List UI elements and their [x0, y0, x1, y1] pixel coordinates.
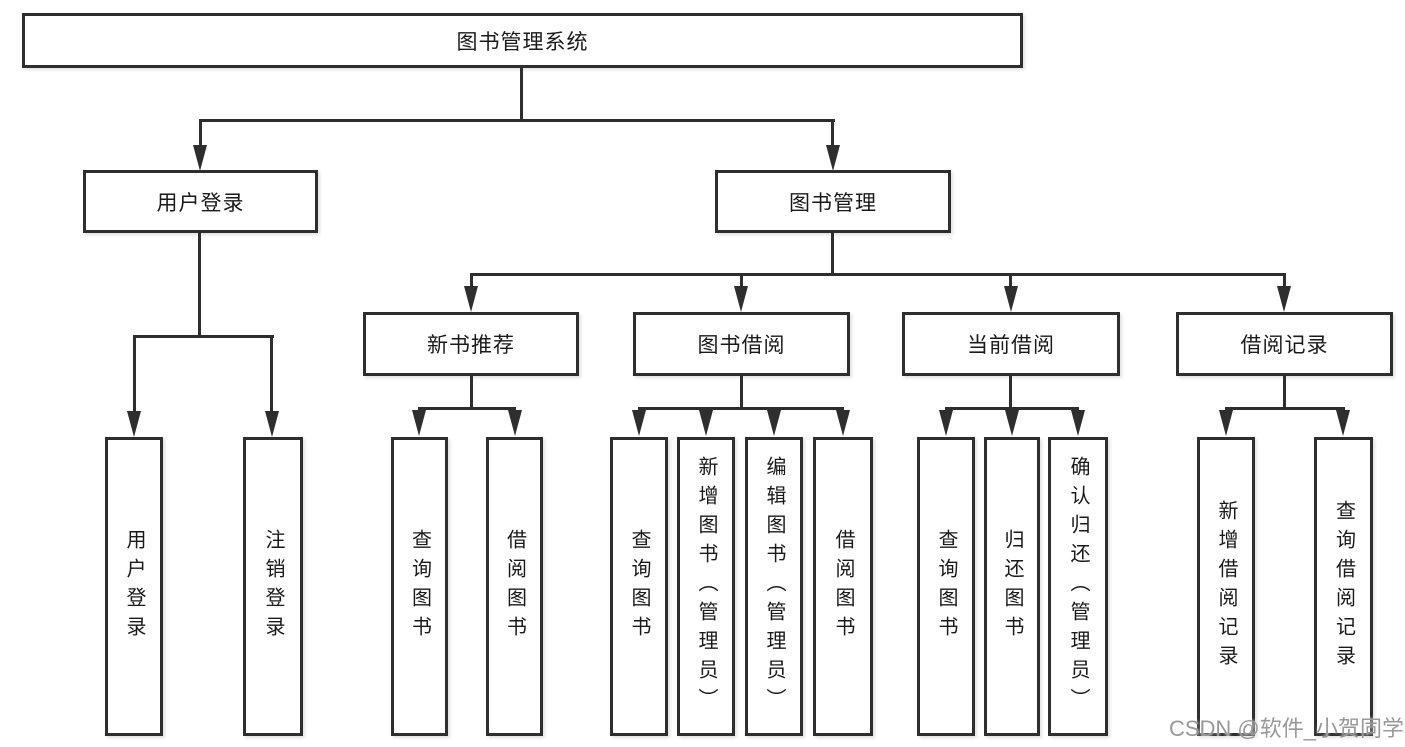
connector-hline	[199, 119, 835, 122]
connector-vline	[270, 335, 273, 415]
connector-vline	[133, 335, 136, 415]
arrow-down-icon	[508, 410, 522, 436]
node-library-system: 图书管理系统	[22, 13, 1023, 68]
node-label: 新书推荐	[427, 334, 515, 357]
arrow-down-icon	[734, 286, 748, 312]
connector-hline	[945, 407, 1079, 410]
connector-vline	[470, 273, 473, 289]
connector-hline	[638, 407, 844, 410]
leaf-newbook-query-book: 查询图书	[391, 437, 448, 736]
leaf-borrow-borrow-book: 借阅图书	[813, 437, 873, 736]
connector-vline	[831, 119, 834, 151]
connector-hline	[133, 335, 274, 338]
leaf-logout-login: 注销登录	[243, 437, 303, 736]
connector-vline	[470, 376, 473, 409]
arrow-down-icon	[1005, 410, 1019, 436]
leaf-label: 查询图书	[408, 528, 431, 645]
node-book-borrow: 图书借阅	[633, 312, 850, 376]
connector-vline	[1009, 376, 1012, 409]
connector-hline	[1225, 407, 1345, 410]
connector-hline	[418, 407, 516, 410]
leaf-label: 借阅图书	[832, 528, 854, 645]
leaf-label: 确认归还（管理员）	[1067, 456, 1089, 717]
node-book-management: 图书管理	[715, 170, 951, 233]
arrow-down-icon	[826, 145, 840, 171]
arrow-down-icon	[127, 411, 141, 437]
node-user-login: 用户登录	[83, 170, 318, 233]
connector-vline	[1283, 273, 1286, 289]
leaf-borrow-query-book: 查询图书	[610, 437, 668, 736]
node-label: 图书管理系统	[456, 30, 589, 54]
leaf-label: 编辑图书（管理员）	[763, 456, 785, 717]
node-label: 图书管理	[789, 191, 877, 215]
arrow-down-icon	[1219, 410, 1233, 436]
arrow-down-icon	[464, 286, 478, 312]
connector-vline	[520, 68, 523, 120]
leaf-current-query-book: 查询图书	[917, 437, 975, 736]
leaf-user-login: 用户登录	[105, 437, 163, 736]
leaf-label: 查询图书	[628, 528, 650, 645]
arrow-down-icon	[1336, 410, 1350, 436]
arrow-down-icon	[632, 410, 646, 436]
leaf-newbook-borrow-book: 借阅图书	[486, 437, 543, 736]
leaf-label: 注销登录	[262, 528, 284, 645]
arrow-down-icon	[265, 411, 279, 437]
leaf-records-query-record: 查询借阅记录	[1314, 437, 1373, 736]
leaf-borrow-edit-book-admin: 编辑图书（管理员）	[745, 437, 803, 736]
leaf-label: 归还图书	[1001, 528, 1023, 645]
node-label: 用户登录	[156, 191, 245, 215]
connector-vline	[740, 376, 743, 409]
node-new-book-recommend: 新书推荐	[363, 312, 579, 376]
leaf-label: 借阅图书	[503, 528, 526, 645]
connector-vline	[1283, 376, 1286, 409]
connector-vline	[198, 233, 201, 338]
node-current-borrow: 当前借阅	[902, 312, 1120, 376]
leaf-label: 新增借阅记录	[1215, 499, 1237, 674]
node-label: 当前借阅	[967, 334, 1055, 357]
leaf-label: 用户登录	[123, 528, 145, 645]
leaf-borrow-add-book-admin: 新增图书（管理员）	[677, 437, 735, 736]
leaf-label: 新增图书（管理员）	[695, 456, 717, 717]
leaf-label: 查询借阅记录	[1332, 499, 1355, 674]
connector-vline	[1009, 273, 1012, 289]
watermark: CSDN @软件_小贺同学	[1168, 716, 1404, 741]
connector-vline	[199, 119, 202, 151]
arrow-down-icon	[412, 410, 426, 436]
arrow-down-icon	[1004, 286, 1018, 312]
arrow-down-icon	[193, 145, 207, 171]
leaf-label: 查询图书	[935, 528, 957, 645]
arrow-down-icon	[1071, 410, 1085, 436]
arrow-down-icon	[767, 410, 781, 436]
arrow-down-icon	[836, 410, 850, 436]
arrow-down-icon	[699, 410, 713, 436]
node-label: 借阅记录	[1240, 334, 1329, 357]
leaf-records-add-record: 新增借阅记录	[1197, 437, 1255, 736]
connector-vline	[831, 233, 834, 276]
node-borrow-records: 借阅记录	[1176, 312, 1393, 376]
leaf-current-confirm-return-admin: 确认归还（管理员）	[1048, 437, 1108, 736]
connector-hline	[470, 273, 1286, 276]
connector-vline	[740, 273, 743, 289]
arrow-down-icon	[939, 410, 953, 436]
arrow-down-icon	[1277, 286, 1291, 312]
node-label: 图书借阅	[697, 334, 786, 357]
leaf-current-return-book: 归还图书	[984, 437, 1040, 736]
